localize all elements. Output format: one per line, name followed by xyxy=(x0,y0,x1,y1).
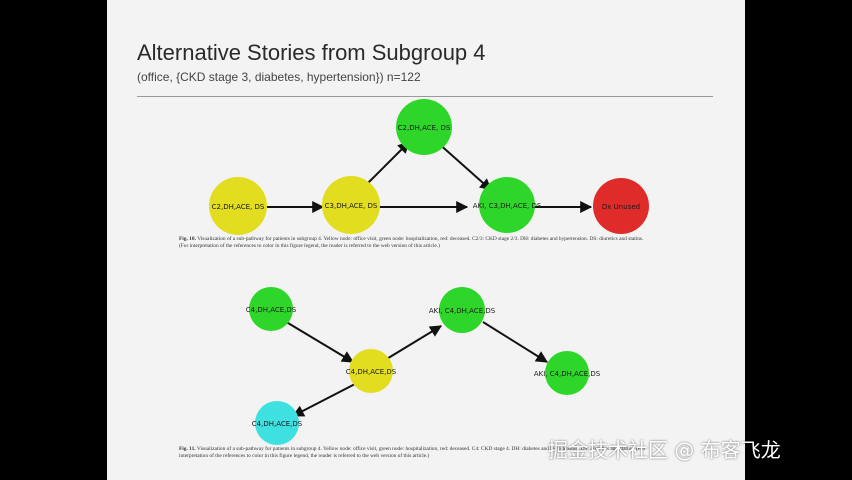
figure10-caption: Fig. 10. Visualization of a sub-pathway … xyxy=(179,236,649,250)
figure10-nodes: C2,DH,ACE, DS C3,DH,ACE, DS C2,DH,ACE, D… xyxy=(209,99,649,235)
node-deceased xyxy=(593,178,649,234)
caption-text: Visualization of a sub-pathway for patie… xyxy=(179,236,644,249)
edge-b-c xyxy=(360,141,410,191)
node-c4-cyan xyxy=(255,401,299,445)
figure10-edges xyxy=(267,141,593,213)
node-c4-office xyxy=(349,349,393,393)
node-label: C2,DH,ACE, DS xyxy=(212,203,265,211)
presentation-slide: Alternative Stories from Subgroup 4 (off… xyxy=(107,0,745,480)
node-label: AKI, C3,DH,ACE, DS xyxy=(473,202,542,210)
node-label: AKI, C4,DH,ACE,DS xyxy=(429,307,496,315)
node-c4-hospital xyxy=(249,287,293,331)
node-c2-hospital xyxy=(396,99,452,155)
node-c2-office xyxy=(209,177,267,235)
figure11-nodes: C4,DH,ACE,DS C4,DH,ACE,DS AKI, C4,DH,ACE… xyxy=(246,287,601,445)
slide-title: Alternative Stories from Subgroup 4 xyxy=(137,40,486,65)
edge-g-h xyxy=(384,325,443,361)
node-label: C3,DH,ACE, DS xyxy=(325,202,378,210)
node-label: C4,DH,ACE,DS xyxy=(246,306,297,314)
node-label: Dx Unused xyxy=(602,203,640,211)
node-c3-office xyxy=(322,176,380,234)
node-label: AKI, C4,DH,ACE,DS xyxy=(534,370,601,378)
node-aki-c3-hospital xyxy=(479,177,535,233)
edge-h-i xyxy=(482,321,549,363)
node-label: C4,DH,ACE,DS xyxy=(346,368,397,376)
watermark: 掘金技术社区 @ 布客飞龙 xyxy=(548,438,781,462)
caption-label: Fig. 11. xyxy=(179,446,196,452)
slide-subtitle: (office, {CKD stage 3, diabetes, hyperte… xyxy=(137,70,421,84)
edge-f-g xyxy=(282,319,355,363)
pathway-diagrams: C2,DH,ACE, DS C3,DH,ACE, DS C2,DH,ACE, D… xyxy=(209,99,649,445)
node-aki-c4-hospital-2 xyxy=(545,351,589,395)
edge-g-j xyxy=(291,383,356,417)
edge-c-d xyxy=(436,141,492,191)
title-divider xyxy=(137,96,713,97)
node-aki-c4-hospital-1 xyxy=(439,287,485,333)
caption-label: Fig. 10. xyxy=(179,236,196,242)
node-label: C2,DH,ACE, DS xyxy=(398,124,451,132)
node-label: C4,DH,ACE,DS xyxy=(252,420,303,428)
figure11-caption: Fig. 11. Visualization of a sub-pathway … xyxy=(179,446,649,460)
caption-text: Visualization of a sub-pathway for patie… xyxy=(179,446,646,459)
figure11-edges xyxy=(282,319,549,417)
